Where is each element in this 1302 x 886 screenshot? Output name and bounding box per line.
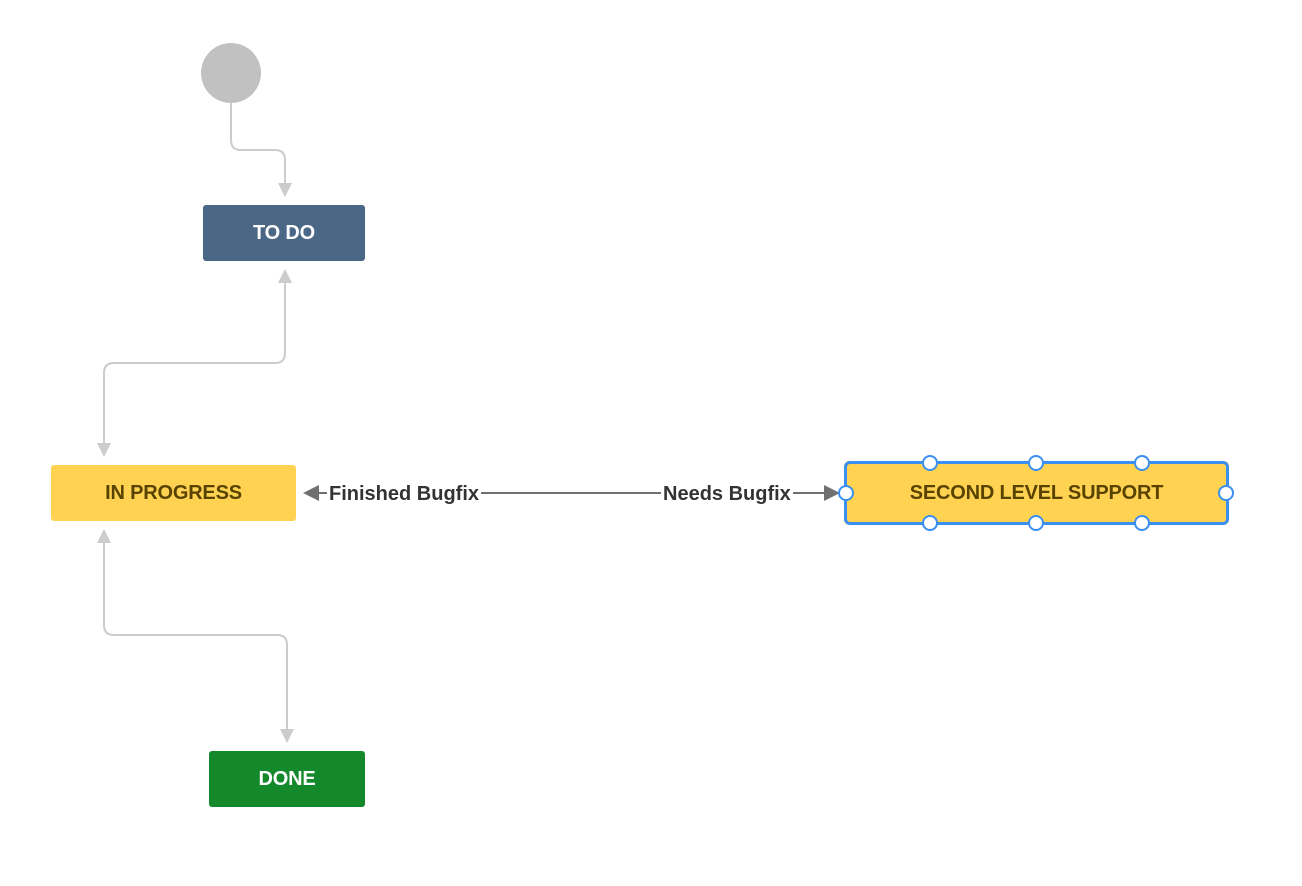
transition-label-needs-bugfix[interactable]: Needs Bugfix: [661, 481, 793, 507]
connection-handle-left[interactable]: [838, 485, 854, 501]
connection-handle-top-left[interactable]: [922, 455, 938, 471]
connector-inprogress-todo[interactable]: [103, 278, 286, 450]
connector-inprogress-done[interactable]: [103, 538, 288, 735]
connection-handle-bottom-right[interactable]: [1134, 515, 1150, 531]
connection-handle-right[interactable]: [1218, 485, 1234, 501]
arrowhead-up-to-todo: [278, 269, 292, 283]
connector-start-to-todo[interactable]: [230, 103, 286, 190]
status-second-level-support-label: SECOND LEVEL SUPPORT: [909, 481, 1164, 504]
arrowhead-to-second-level: [824, 485, 840, 501]
arrowhead-to-inprogress: [303, 485, 319, 501]
arrowhead-down-to-inprogress: [97, 443, 111, 457]
status-in-progress-label: IN PROGRESS: [105, 481, 242, 504]
status-todo-label: TO DO: [253, 221, 315, 244]
status-in-progress[interactable]: IN PROGRESS: [51, 465, 296, 521]
transition-label-finished-bugfix[interactable]: Finished Bugfix: [327, 481, 481, 507]
status-second-level-support[interactable]: SECOND LEVEL SUPPORT: [844, 461, 1229, 525]
arrowhead-up-to-inprogress: [97, 529, 111, 543]
connection-handle-bottom-left[interactable]: [922, 515, 938, 531]
connection-handle-top-right[interactable]: [1134, 455, 1150, 471]
connection-handle-bottom-center[interactable]: [1028, 515, 1044, 531]
connection-handle-top-center[interactable]: [1028, 455, 1044, 471]
status-done-label: DONE: [258, 767, 316, 790]
arrowhead-start-to-todo: [278, 183, 292, 197]
start-node-circle[interactable]: [201, 43, 261, 103]
arrowhead-down-to-done: [280, 729, 294, 743]
status-done[interactable]: DONE: [209, 751, 365, 807]
status-todo[interactable]: TO DO: [203, 205, 365, 261]
